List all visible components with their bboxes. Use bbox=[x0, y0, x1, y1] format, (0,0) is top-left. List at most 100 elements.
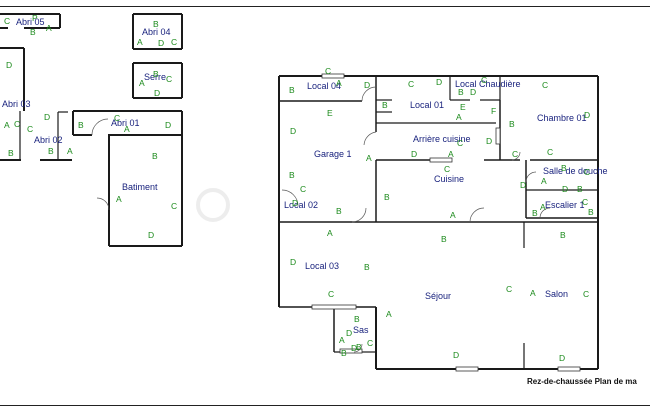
code-label: A bbox=[456, 112, 462, 122]
room-label: Abri 04 bbox=[142, 27, 171, 37]
door-swing bbox=[511, 151, 521, 161]
code-label: C bbox=[444, 164, 450, 174]
code-label: A bbox=[124, 124, 130, 134]
code-label: C bbox=[481, 75, 487, 85]
code-label: C bbox=[14, 119, 20, 129]
code-label: B bbox=[364, 262, 370, 272]
code-label: D bbox=[486, 136, 492, 146]
code-label: D bbox=[520, 180, 526, 190]
code-label: A bbox=[336, 78, 342, 88]
code-label: B bbox=[458, 87, 464, 97]
code-label: F bbox=[491, 106, 496, 116]
code-label: C bbox=[171, 201, 177, 211]
code-label: A bbox=[541, 176, 547, 186]
code-label: D bbox=[165, 120, 171, 130]
room-label: Abri 05 bbox=[16, 17, 45, 27]
window bbox=[339, 348, 363, 354]
code-label: C bbox=[27, 124, 33, 134]
door-swing bbox=[525, 171, 537, 183]
room-label: Abri 02 bbox=[34, 135, 63, 145]
window bbox=[455, 366, 479, 372]
room-label: Sas bbox=[353, 325, 369, 335]
code-label: A bbox=[46, 23, 52, 33]
code-label: D bbox=[148, 230, 154, 240]
code-label: D bbox=[364, 80, 370, 90]
door-swing bbox=[353, 343, 363, 353]
code-label: D bbox=[290, 126, 296, 136]
code-label: B bbox=[153, 19, 159, 29]
code-label: C bbox=[512, 149, 518, 159]
code-label: C bbox=[457, 138, 463, 148]
code-label: C bbox=[4, 16, 10, 26]
room-label: Escalier 1 bbox=[545, 200, 585, 210]
code-label: C bbox=[325, 66, 331, 76]
code-label: D bbox=[292, 198, 298, 208]
watermark bbox=[196, 188, 236, 222]
code-label: A bbox=[67, 146, 73, 156]
code-label: A bbox=[137, 37, 143, 47]
room-label: Local Chaudière bbox=[455, 79, 521, 89]
code-label: E bbox=[327, 108, 333, 118]
window bbox=[321, 73, 345, 79]
code-label: B bbox=[153, 69, 159, 79]
code-label: D bbox=[44, 112, 50, 122]
code-label: B bbox=[382, 100, 388, 110]
code-label: D bbox=[154, 88, 160, 98]
code-label: A bbox=[139, 78, 145, 88]
room-label: Salle de douche bbox=[543, 166, 608, 176]
code-label: A bbox=[339, 335, 345, 345]
code-label: D bbox=[6, 60, 12, 70]
room-label: Salon bbox=[545, 289, 568, 299]
code-label: P bbox=[32, 13, 38, 23]
code-label: B bbox=[588, 207, 594, 217]
code-label: B bbox=[30, 27, 36, 37]
code-label: B bbox=[532, 208, 538, 218]
code-label: B bbox=[289, 170, 295, 180]
code-label: B bbox=[384, 192, 390, 202]
window bbox=[495, 127, 501, 145]
code-label: D bbox=[158, 38, 164, 48]
code-label: B bbox=[289, 85, 295, 95]
door-swing bbox=[361, 86, 377, 102]
code-label: E bbox=[460, 102, 466, 112]
room-label: Cuisine bbox=[434, 174, 464, 184]
door-swing bbox=[96, 197, 110, 211]
code-label: A bbox=[366, 153, 372, 163]
code-label: C bbox=[367, 338, 373, 348]
code-label: A bbox=[530, 288, 536, 298]
code-label: A bbox=[116, 194, 122, 204]
code-label: B bbox=[48, 146, 54, 156]
room-label: Abri 01 bbox=[111, 118, 140, 128]
door-swing bbox=[91, 118, 109, 136]
code-label: A bbox=[4, 120, 10, 130]
watermark-logo-icon bbox=[196, 188, 230, 222]
code-label: C bbox=[171, 37, 177, 47]
door-swing bbox=[363, 131, 377, 146]
code-label: A bbox=[450, 210, 456, 220]
room-label: Abri 03 bbox=[2, 99, 31, 109]
bottom-frame-line bbox=[0, 405, 650, 406]
code-label: C bbox=[506, 284, 512, 294]
code-label: C bbox=[300, 184, 306, 194]
code-label: B bbox=[441, 234, 447, 244]
code-label: A bbox=[448, 149, 454, 159]
room-label: Chambre 01 bbox=[537, 113, 587, 123]
code-label: B bbox=[8, 148, 14, 158]
window bbox=[429, 157, 453, 163]
code-label: B bbox=[354, 314, 360, 324]
code-label: C bbox=[328, 289, 334, 299]
code-label: A bbox=[386, 309, 392, 319]
room-label: Local 04 bbox=[307, 81, 341, 91]
code-label: C bbox=[582, 197, 588, 207]
room-label: Local 02 bbox=[284, 200, 318, 210]
code-label: C bbox=[583, 289, 589, 299]
code-label: A bbox=[540, 202, 546, 212]
code-label: B bbox=[356, 342, 362, 352]
window bbox=[311, 304, 357, 310]
code-label: B bbox=[78, 120, 84, 130]
plan-caption: Rez-de-chaussée Plan de ma bbox=[527, 377, 637, 386]
code-label: C bbox=[584, 167, 590, 177]
